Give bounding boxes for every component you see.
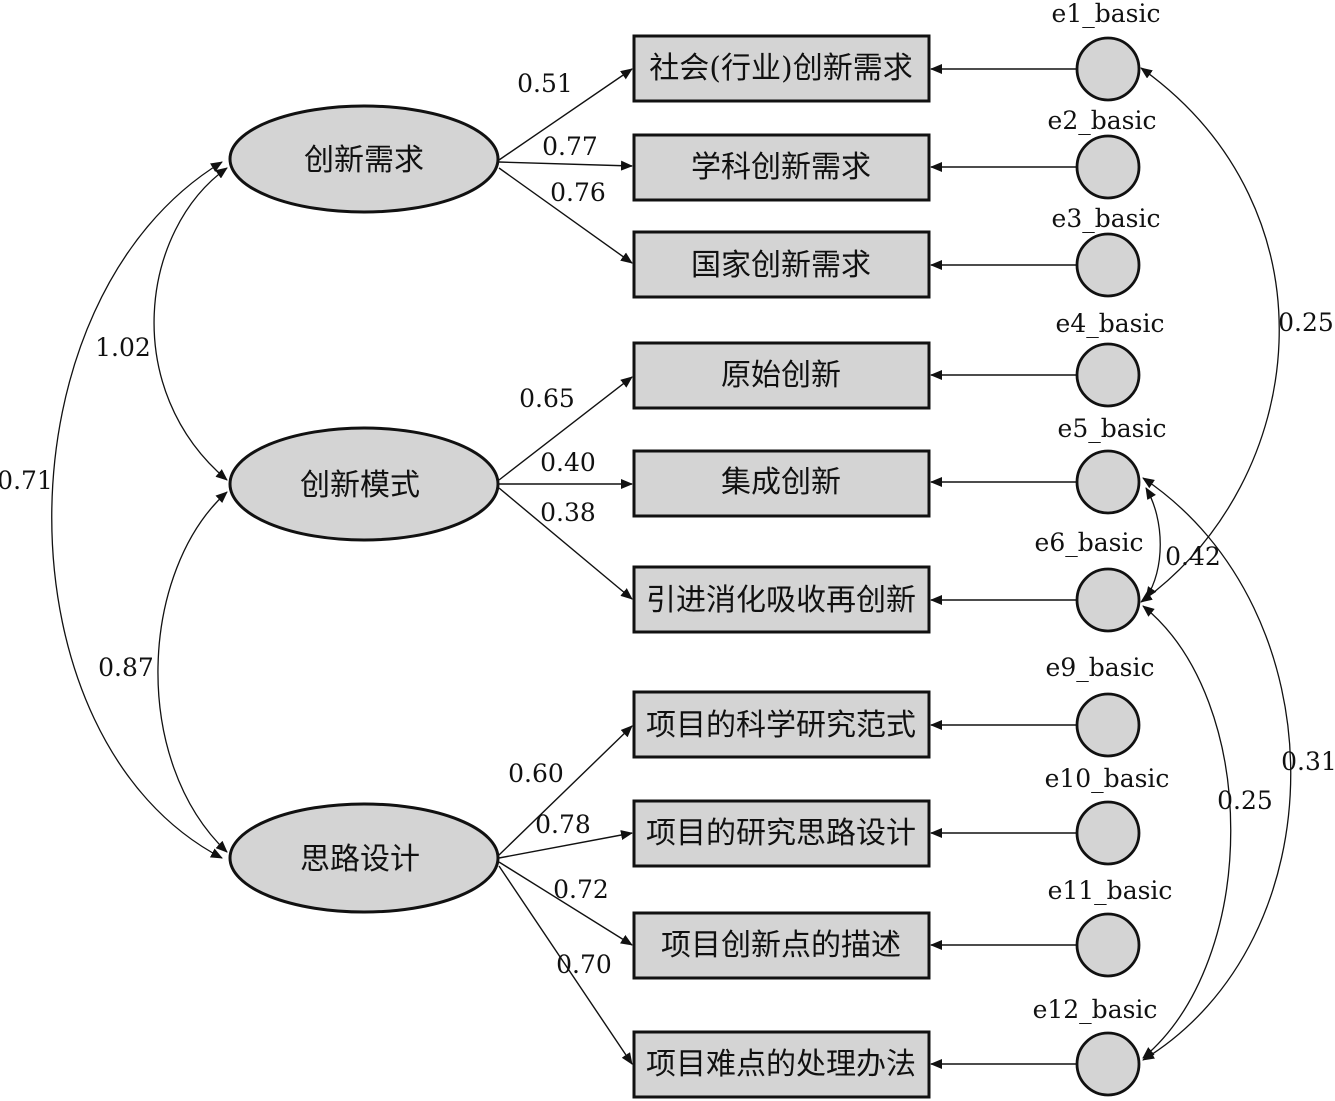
error-label: e6_basic	[1035, 528, 1144, 557]
error-label: e12_basic	[1033, 995, 1158, 1024]
loading-label: 0.77	[542, 132, 598, 161]
error-label: e9_basic	[1046, 653, 1155, 682]
cov-mode-design	[157, 491, 228, 853]
error-term: e11_basic	[1048, 876, 1173, 978]
path-design-i7	[498, 725, 633, 856]
loading-label: 0.65	[519, 384, 575, 413]
indicator-label: 社会(行业)创新需求	[649, 51, 912, 86]
indicator-label: 引进消化吸收再创新	[646, 583, 916, 618]
cov-label-e5-e12: 0.31	[1281, 747, 1335, 776]
indicator-box: 国家创新需求	[632, 230, 931, 299]
cov-demand-mode	[153, 167, 228, 481]
cov-label-mode-design: 0.87	[98, 653, 154, 682]
indicator-box: 项目的科学研究范式	[632, 690, 931, 759]
error-term: e2_basic	[1048, 106, 1157, 200]
latent-demand: 创新需求	[228, 104, 500, 214]
loading-label: 0.60	[508, 759, 564, 788]
latent-mode: 创新模式	[228, 426, 500, 542]
path-demand-i1	[498, 68, 633, 161]
indicator-box: 引进消化吸收再创新	[632, 565, 931, 634]
indicator-label: 原始创新	[721, 358, 841, 393]
error-label: e4_basic	[1056, 309, 1165, 338]
loading-label: 0.40	[540, 448, 596, 477]
loading-label: 0.76	[550, 178, 606, 207]
cov-label-demand-mode: 1.02	[95, 333, 151, 362]
indicator-box: 社会(行业)创新需求	[632, 34, 931, 103]
indicator-label: 项目的研究思路设计	[646, 816, 916, 851]
loading-label: 0.72	[553, 875, 609, 904]
cov-e5-e12	[1142, 477, 1292, 1061]
error-term: e1_basic	[1052, 0, 1161, 102]
cov-e5-e6	[1145, 487, 1161, 599]
path-design-i9	[498, 861, 633, 946]
path-design-i8	[498, 830, 633, 859]
indicator-box: 项目创新点的描述	[632, 911, 931, 980]
loading-label: 0.38	[540, 498, 596, 527]
indicator-box: 项目难点的处理办法	[632, 1030, 931, 1099]
path-demand-i2	[498, 160, 633, 171]
cov-label-e5-e6: 0.42	[1165, 542, 1221, 571]
cov-label-e6-e12: 0.25	[1217, 786, 1273, 815]
latent-demand-label: 创新需求	[304, 143, 424, 178]
indicator-box: 项目的研究思路设计	[632, 799, 931, 868]
loading-label: 0.78	[535, 810, 591, 839]
path-mode-i6	[498, 487, 633, 600]
latent-mode-label: 创新模式	[300, 468, 420, 503]
path-design-i10	[498, 865, 633, 1065]
error-label: e11_basic	[1048, 876, 1173, 905]
path-demand-i3	[498, 167, 633, 264]
loading-label: 0.51	[517, 69, 573, 98]
error-term: e10_basic	[1045, 764, 1170, 866]
indicator-box: 学科创新需求	[632, 133, 931, 202]
cov-label-demand-design: 0.71	[0, 466, 53, 495]
indicator-label: 集成创新	[721, 465, 841, 500]
cov-e1-e6	[1140, 67, 1280, 603]
path-mode-i4	[498, 376, 633, 481]
error-label: e10_basic	[1045, 764, 1170, 793]
error-term: e5_basic	[1058, 414, 1167, 515]
indicator-label: 项目创新点的描述	[661, 928, 901, 963]
error-term: e3_basic	[1052, 204, 1161, 298]
error-term: e4_basic	[1056, 309, 1165, 408]
indicator-label: 项目的科学研究范式	[646, 708, 916, 743]
indicator-box: 原始创新	[632, 341, 931, 410]
cov-label-e1-e6: 0.25	[1278, 308, 1334, 337]
latent-design: 思路设计	[228, 802, 500, 914]
error-label: e3_basic	[1052, 204, 1161, 233]
error-term: e12_basic	[1033, 995, 1158, 1097]
loading-label: 0.70	[556, 950, 612, 979]
indicator-label: 国家创新需求	[691, 248, 871, 283]
cov-demand-design	[51, 161, 223, 859]
indicator-label: 项目难点的处理办法	[646, 1047, 916, 1082]
indicator-box: 集成创新	[632, 449, 931, 518]
error-term: e9_basic	[1046, 653, 1155, 758]
indicator-label: 学科创新需求	[691, 150, 871, 185]
error-label: e1_basic	[1052, 0, 1161, 28]
error-label: e5_basic	[1058, 414, 1167, 443]
error-label: e2_basic	[1048, 106, 1157, 135]
error-term: e6_basic	[1035, 528, 1144, 633]
cov-e6-e12	[1142, 605, 1232, 1059]
latent-design-label: 思路设计	[300, 842, 420, 877]
